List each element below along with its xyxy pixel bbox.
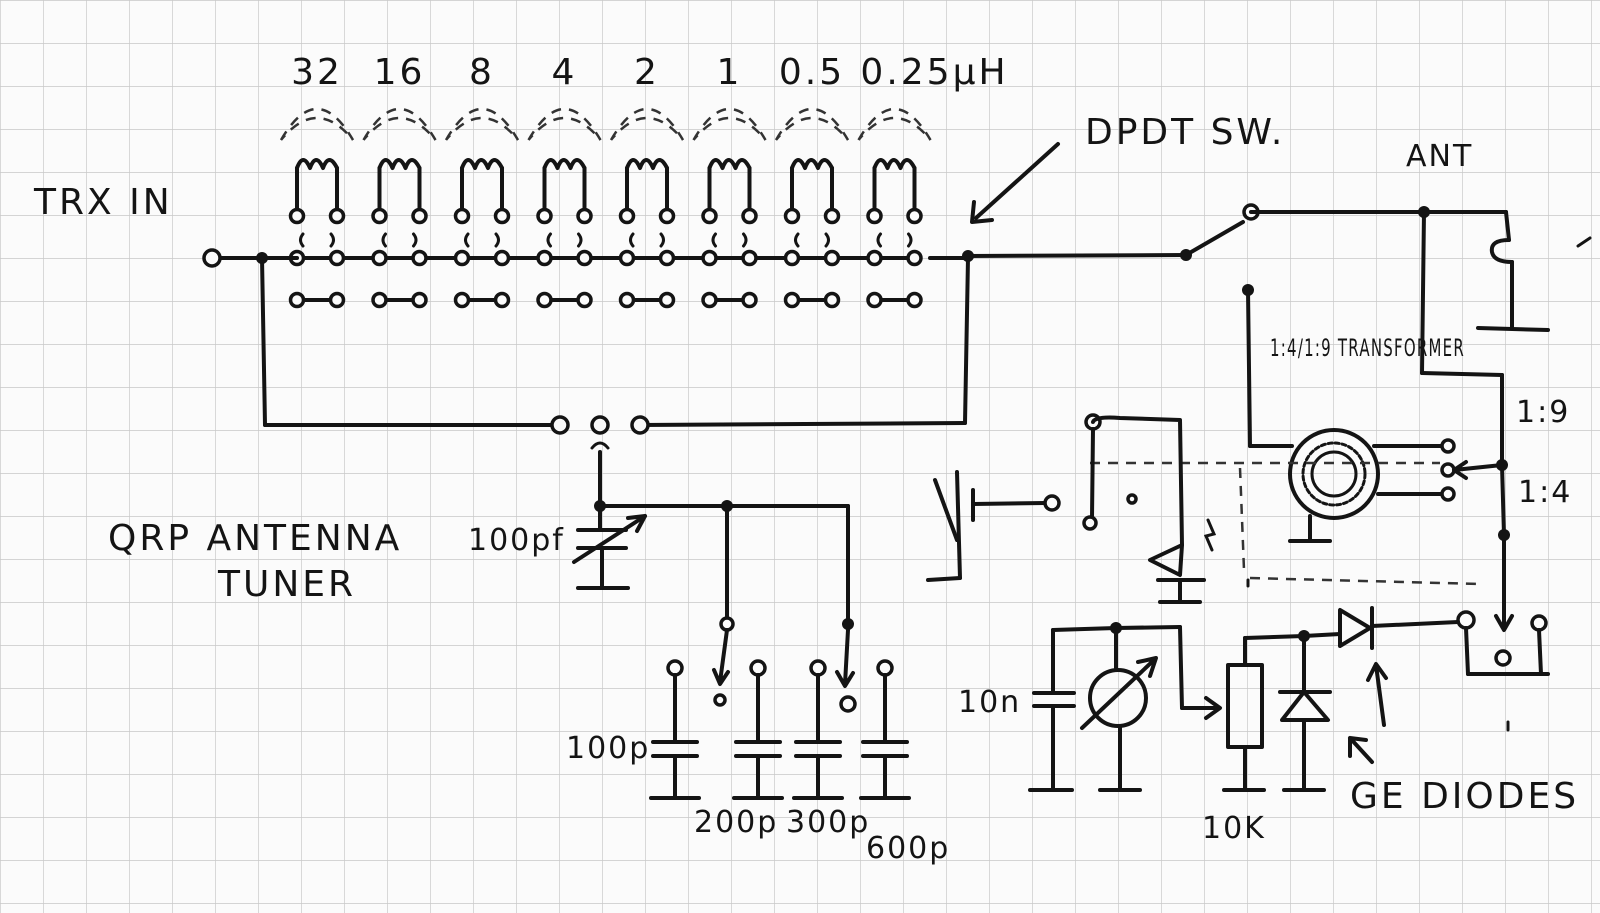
jumper-dashed-loop: [857, 108, 932, 141]
cap-10n-label: 10n: [958, 685, 1021, 720]
jumper-dashed-loop: [527, 108, 602, 141]
inductor-value-label: 2: [634, 52, 660, 93]
trx-input-terminal: [202, 248, 222, 268]
inductor-stage-5: [609, 108, 705, 309]
tuning-capacitor-2: 200p: [694, 659, 784, 840]
inductor-value-label: 0.5: [779, 52, 845, 93]
jumper-dashed-loop: [362, 108, 437, 141]
ge-diode-series: [1338, 608, 1372, 648]
labels: TRX IN DPDT SW. ANT 1:4/1:9 TRANSFORMER …: [33, 52, 1579, 846]
transformer-label: 1:4/1:9 TRANSFORMER: [1270, 334, 1465, 362]
jumper-dashed-loop: [774, 108, 850, 141]
ratio-1-9-label: 1:9: [1516, 395, 1570, 430]
inductor-value-label: 1: [717, 52, 743, 93]
coil-symbol: [790, 158, 834, 170]
capacitor-value-label: 600p: [866, 831, 950, 866]
tuning-capacitor-4: 600p: [859, 659, 950, 866]
inductor-stage-4: [527, 108, 622, 309]
inductor-value-label: 8: [469, 52, 495, 93]
inductor-stage-8: [857, 108, 932, 309]
inductor-stage-3: [444, 108, 540, 309]
jumper-dashed-loop: [692, 108, 767, 141]
transformer: [1242, 284, 1504, 543]
inductor-stage-6: [692, 108, 787, 309]
meter-enclosure-dashed: [1090, 461, 1481, 586]
capacitor-value-label: 300p: [786, 805, 870, 840]
ratio-1-4-label: 1:4: [1518, 475, 1572, 510]
antenna-section: [1242, 203, 1592, 676]
coil-symbol: [460, 158, 504, 170]
coil-symbol: [295, 158, 339, 170]
resistor-10k-label: 10K: [1202, 811, 1266, 846]
jumper-dashed-loop: [279, 108, 355, 141]
coil-symbol: [377, 158, 422, 170]
swr-meter-circuit: [1028, 578, 1510, 792]
toroid-core: [1288, 428, 1380, 520]
inductor-value-label: 4: [552, 52, 578, 93]
inductor-value-label: 32: [291, 52, 343, 93]
coil-symbol: [872, 158, 917, 170]
title-line-1: QRP ANTENNA: [108, 518, 402, 559]
ge-diodes-label: GE DIODES: [1350, 776, 1579, 817]
capacitor-value-label: 200p: [694, 805, 778, 840]
coil-symbol: [707, 158, 752, 170]
title-line-2: TUNER: [217, 564, 356, 605]
inductor-stage-7: [774, 108, 870, 309]
inductor-stage-2: [362, 108, 457, 309]
capacitor-value-label: 100p: [566, 731, 650, 766]
ant-label: ANT: [1406, 139, 1473, 174]
battery-switch-led: [926, 413, 1217, 604]
tuning-capacitor-3: 300p: [786, 659, 870, 840]
inductor-stage-1: [279, 108, 375, 309]
trx-in-label: TRX IN: [33, 182, 173, 223]
coil-symbol: [542, 158, 587, 170]
inductor-bank: [279, 108, 932, 309]
inductor-value-label: 16: [374, 52, 426, 93]
antenna-terminal: [1489, 238, 1514, 264]
variable-cap-label: 100pf: [468, 523, 565, 558]
led-symbol: [1148, 543, 1184, 577]
jumper-dashed-loop: [444, 108, 520, 141]
jumper-dashed-loop: [609, 108, 685, 141]
main-wiring: [202, 220, 1245, 427]
battery-symbol: [933, 478, 959, 542]
coil-symbol: [625, 158, 669, 170]
tuning-capacitor-1: 100p: [566, 659, 701, 800]
inductor-value-label: 0.25µH: [860, 52, 1008, 93]
capacitor-switch-network: [550, 415, 857, 713]
dpdt-switch-label: DPDT SW.: [1085, 112, 1285, 153]
